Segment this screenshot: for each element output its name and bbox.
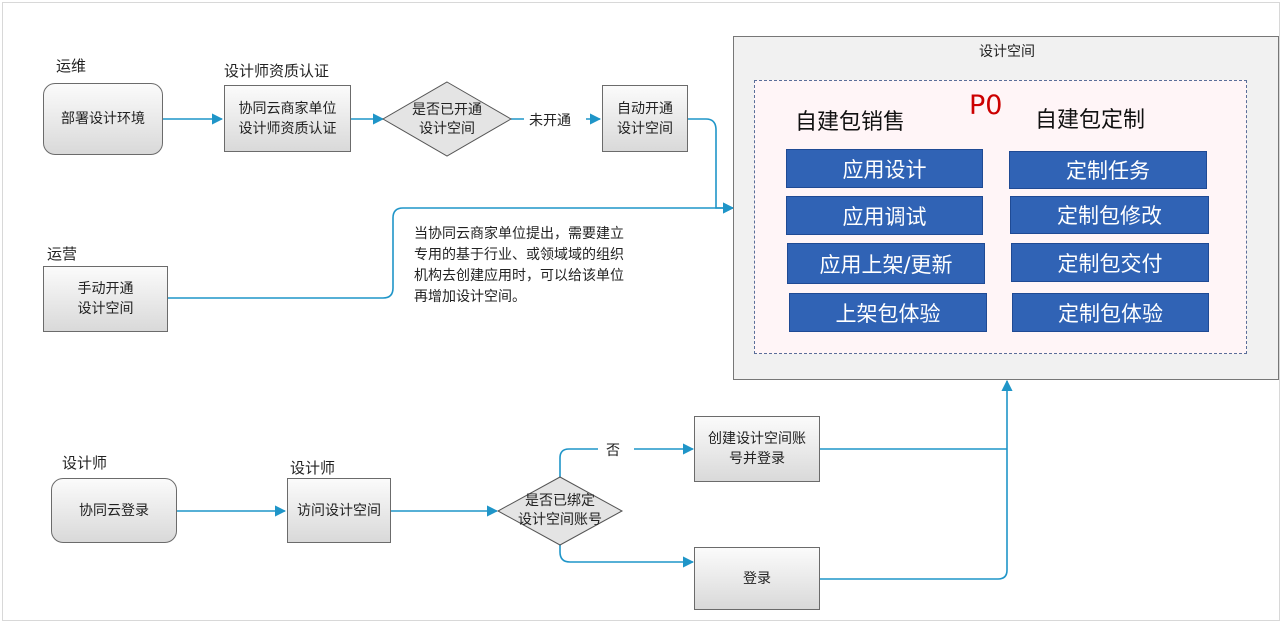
node-certification-line2: 设计师资质认证 [238, 120, 337, 137]
feature-custom-task[interactable]: 定制任务 [1009, 151, 1207, 189]
node-create-account-line1: 创建设计空间账 [708, 431, 806, 447]
lane-label-operations: 运营 [47, 245, 78, 263]
feature-app-publish-update[interactable]: 应用上架/更新 [787, 243, 985, 284]
note-line: 当协同云商家单位提出，需要建立 [414, 226, 624, 242]
node-auto-open-line1: 自动开通 [617, 100, 673, 117]
node-deploy-label: 部署设计环境 [61, 111, 145, 127]
decision-opened-shape [382, 81, 512, 157]
edge-bound-to-create [559, 449, 693, 477]
node-cloud-login[interactable]: 协同云登录 [51, 478, 177, 543]
feature-custom-package-trial[interactable]: 定制包体验 [1012, 293, 1209, 332]
feature-custom-package-delivery[interactable]: 定制包交付 [1011, 243, 1209, 282]
node-visit-space[interactable]: 访问设计空间 [287, 478, 391, 543]
feature-app-debug[interactable]: 应用调试 [786, 196, 983, 235]
edge-autoopen-to-space [688, 118, 735, 214]
note-line: 专用的基于行业、或领域域的组织 [414, 247, 624, 263]
node-manual-open-line2: 设计空间 [77, 301, 134, 317]
decision-bound-line2: 设计空间账号 [518, 512, 602, 528]
node-visit-space-label: 访问设计空间 [297, 502, 381, 519]
decision-bound-shape [496, 476, 624, 546]
note-line: 机构去创建应用时，可以给该单位 [414, 268, 624, 284]
node-login[interactable]: 登录 [694, 547, 820, 610]
edge-manual-to-space [168, 202, 735, 299]
lane-label-designer-2: 设计师 [290, 459, 336, 477]
node-auto-open-line2: 设计空间 [617, 120, 673, 137]
node-login-label: 登录 [743, 570, 771, 587]
left-heading: 自建包销售 [795, 110, 906, 135]
lane-label-designer: 设计师 [62, 454, 108, 472]
node-manual-open-line1: 手动开通 [77, 281, 134, 297]
node-create-account[interactable]: 创建设计空间账 号并登录 [694, 416, 820, 482]
node-auto-open[interactable]: 自动开通 设计空间 [602, 85, 688, 152]
decision-opened-line1: 是否已开通 [412, 102, 482, 118]
decision-bound-line1: 是否已绑定 [525, 493, 595, 509]
decision-opened-line2: 设计空间 [419, 121, 475, 137]
annotation-note: 当协同云商家单位提出，需要建立 专用的基于行业、或领域域的组织 机构去创建应用时… [414, 224, 684, 308]
edge-login-to-space [820, 379, 1013, 580]
node-cloud-login-label: 协同云登录 [79, 502, 149, 519]
decision-bound[interactable]: 是否已绑定 设计空间账号 [504, 490, 616, 532]
node-create-account-line2: 号并登录 [729, 451, 785, 467]
lane-label-ops: 运维 [56, 57, 87, 75]
edge-label-not-opened: 未开通 [525, 110, 575, 130]
node-certification-line1: 协同云商家单位 [238, 100, 337, 117]
decision-opened[interactable]: 是否已开通 设计空间 [395, 100, 499, 140]
edge-bound-to-login [559, 545, 695, 568]
node-manual-open[interactable]: 手动开通 设计空间 [43, 266, 168, 332]
note-line: 再增加设计空间。 [414, 289, 526, 305]
feature-custom-package-modify[interactable]: 定制包修改 [1010, 196, 1209, 234]
edge-label-no: 否 [602, 440, 624, 460]
node-deploy[interactable]: 部署设计环境 [43, 83, 163, 155]
node-certification[interactable]: 协同云商家单位 设计师资质认证 [224, 85, 351, 152]
design-space-title: 设计空间 [979, 44, 1035, 60]
lane-label-qualification: 设计师资质认证 [224, 62, 330, 80]
feature-publish-package-trial[interactable]: 上架包体验 [789, 293, 987, 332]
right-heading: 自建包定制 [1035, 108, 1146, 133]
priority-label: P0 [969, 90, 1003, 121]
feature-app-design[interactable]: 应用设计 [786, 149, 983, 188]
